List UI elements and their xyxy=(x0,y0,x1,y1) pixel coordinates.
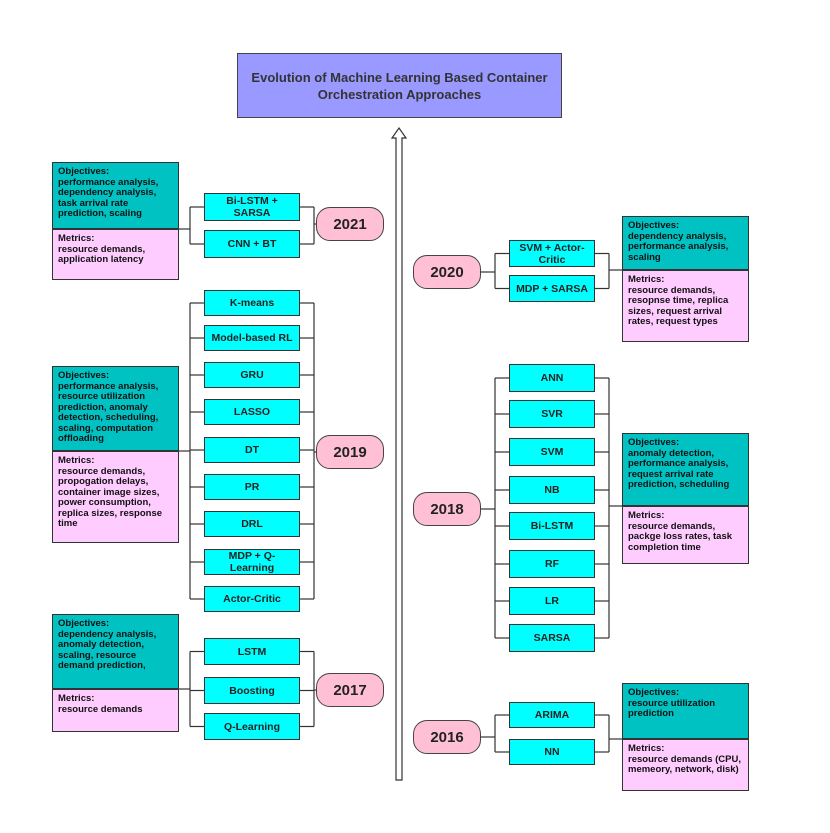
objectives-box-2018-label: Objectives: xyxy=(628,437,680,448)
method-box: CNN + BT xyxy=(204,230,300,258)
timeline-arrow xyxy=(390,126,408,781)
objectives-box-2021-text: performance analysis, dependency analysi… xyxy=(58,176,159,219)
metrics-box-2020-label: Metrics: xyxy=(628,274,665,285)
method-box: LR xyxy=(509,587,595,615)
year-node-2016: 2016 xyxy=(413,720,481,754)
method-box: MDP + Q-Learning xyxy=(204,549,300,575)
method-box: NB xyxy=(509,476,595,504)
diagram-title: Evolution of Machine Learning Based Cont… xyxy=(237,53,562,118)
metrics-box-2020: Metrics:resource demands, resopnse time,… xyxy=(622,270,749,342)
metrics-box-2018-text: resource demands, packge loss rates, tas… xyxy=(628,520,733,553)
metrics-box-2017-text: resource demands xyxy=(58,703,143,715)
method-box: SVM + Actor-Critic xyxy=(509,240,595,267)
method-box: LASSO xyxy=(204,399,300,425)
objectives-box-2017-label: Objectives: xyxy=(58,618,110,629)
objectives-box-2018-text: anomaly detection, performance analysis,… xyxy=(628,447,730,490)
method-box: Q-Learning xyxy=(204,713,300,740)
objectives-box-2021-label: Objectives: xyxy=(58,166,110,177)
objectives-box-2020: Objectives:dependency analysis, performa… xyxy=(622,216,749,270)
method-box: Bi-LSTM xyxy=(509,512,595,540)
metrics-box-2016: Metrics:resource demands (CPU, memeory, … xyxy=(622,739,749,791)
metrics-box-2019: Metrics:resource demands, propogation de… xyxy=(52,451,179,543)
year-node-2020: 2020 xyxy=(413,255,481,289)
method-box: LSTM xyxy=(204,638,300,665)
method-box: DT xyxy=(204,437,300,463)
metrics-box-2019-text: resource demands, propogation delays, co… xyxy=(58,465,163,529)
metrics-box-2016-text: resource demands (CPU, memeory, network,… xyxy=(628,753,741,775)
objectives-box-2016-label: Objectives: xyxy=(628,687,680,698)
metrics-box-2018-label: Metrics: xyxy=(628,510,665,521)
objectives-box-2020-text: dependency analysis, performance analysi… xyxy=(628,230,729,263)
objectives-box-2019-label: Objectives: xyxy=(58,370,110,381)
metrics-box-2021: Metrics:resource demands, application la… xyxy=(52,229,179,280)
objectives-box-2020-label: Objectives: xyxy=(628,220,680,231)
method-box: Boosting xyxy=(204,677,300,704)
objectives-box-2017-text: dependency analysis, anomaly detection, … xyxy=(58,628,157,671)
method-box: SARSA xyxy=(509,624,595,652)
objectives-box-2018: Objectives:anomaly detection, performanc… xyxy=(622,433,749,506)
metrics-box-2021-text: resource demands, application latency xyxy=(58,243,146,265)
metrics-box-2016-label: Metrics: xyxy=(628,743,665,754)
objectives-box-2016-text: resource utilization prediction xyxy=(628,697,716,719)
method-box: Model-based RL xyxy=(204,325,300,351)
method-box: K-means xyxy=(204,290,300,316)
year-node-2018: 2018 xyxy=(413,492,481,526)
method-box: GRU xyxy=(204,362,300,388)
objectives-box-2019: Objectives:performance analysis, resourc… xyxy=(52,366,179,451)
metrics-box-2019-label: Metrics: xyxy=(58,455,95,466)
year-node-2019: 2019 xyxy=(316,435,384,469)
year-node-2017: 2017 xyxy=(316,673,384,707)
objectives-box-2021: Objectives:performance analysis, depende… xyxy=(52,162,179,229)
objectives-box-2016: Objectives:resource utilization predicti… xyxy=(622,683,749,739)
method-box: RF xyxy=(509,550,595,578)
metrics-box-2017-label: Metrics: xyxy=(58,693,95,704)
method-box: DRL xyxy=(204,511,300,537)
metrics-box-2020-text: resource demands, resopnse time, replica… xyxy=(628,284,729,327)
objectives-box-2019-text: performance analysis, resource utilizati… xyxy=(58,380,159,444)
year-node-2021: 2021 xyxy=(316,207,384,241)
method-box: ARIMA xyxy=(509,702,595,728)
method-box: NN xyxy=(509,739,595,765)
method-box: MDP + SARSA xyxy=(509,275,595,302)
method-box: ANN xyxy=(509,364,595,392)
metrics-box-2021-label: Metrics: xyxy=(58,233,95,244)
metrics-box-2018: Metrics:resource demands, packge loss ra… xyxy=(622,506,749,564)
method-box: Bi-LSTM + SARSA xyxy=(204,193,300,221)
objectives-box-2017: Objectives:dependency analysis, anomaly … xyxy=(52,614,179,689)
metrics-box-2017: Metrics:resource demands xyxy=(52,689,179,732)
method-box: SVM xyxy=(509,438,595,466)
method-box: SVR xyxy=(509,400,595,428)
method-box: Actor-Critic xyxy=(204,586,300,612)
method-box: PR xyxy=(204,474,300,500)
